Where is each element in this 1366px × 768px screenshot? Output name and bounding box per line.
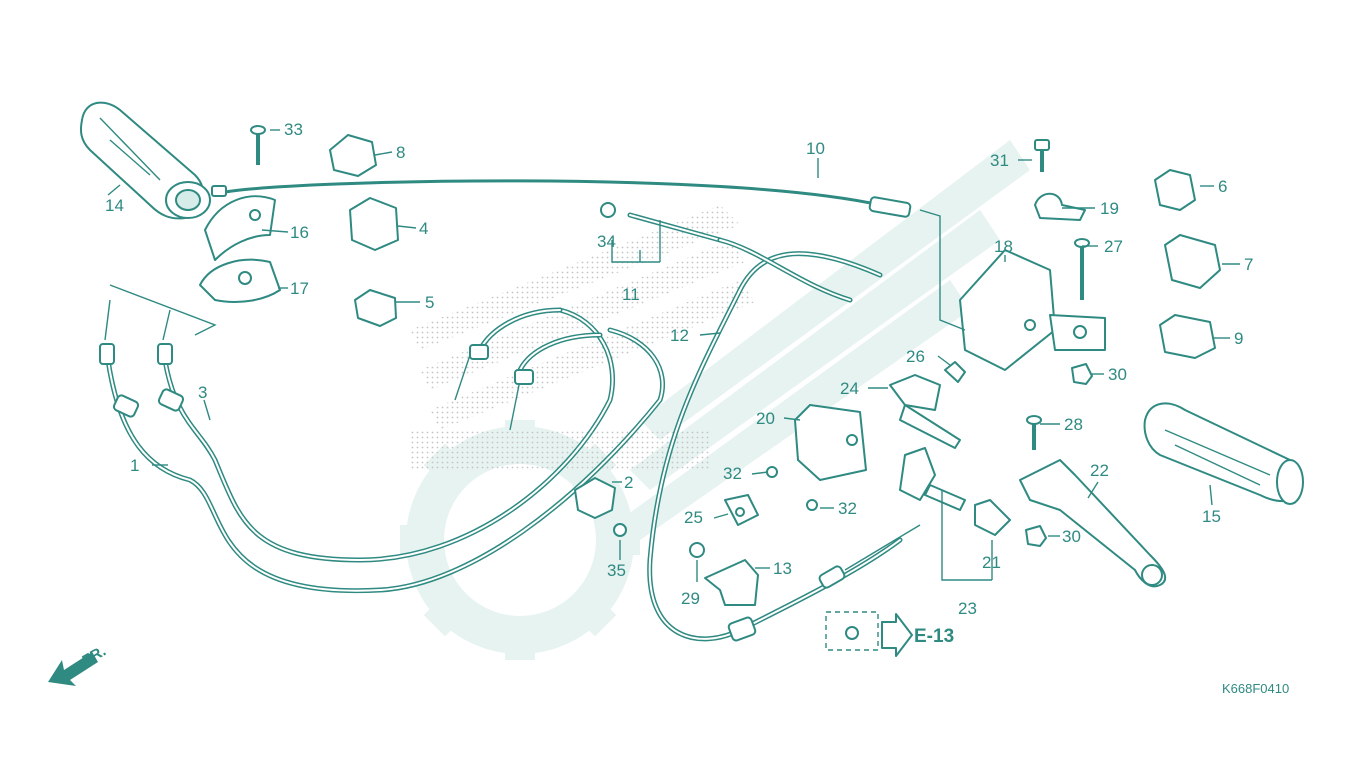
callout-9: 9 — [1234, 329, 1243, 348]
callout-28: 28 — [1064, 415, 1083, 434]
switch-housing-18 — [959, 249, 1106, 371]
throttle-housing — [199, 195, 281, 303]
left-switches — [329, 134, 399, 327]
callout-16: 16 — [290, 223, 309, 242]
callout-5: 5 — [425, 293, 434, 312]
callout-6: 6 — [1218, 177, 1227, 196]
callout-30-bottom: 30 — [1062, 527, 1081, 546]
callout-13: 13 — [773, 559, 792, 578]
callout-23: 23 — [958, 599, 977, 618]
callout-labels: 14 33 8 4 5 16 17 1 3 2 35 34 11 12 10 3… — [105, 120, 1253, 618]
callout-19: 19 — [1100, 199, 1119, 218]
callout-30-top: 30 — [1108, 365, 1127, 384]
callout-27: 27 — [1104, 237, 1123, 256]
callout-22: 22 — [1090, 461, 1109, 480]
callout-11: 11 — [622, 285, 640, 304]
callout-8: 8 — [396, 143, 405, 162]
callout-7: 7 — [1244, 255, 1253, 274]
callout-29: 29 — [681, 589, 700, 608]
brake-cable — [647, 237, 921, 642]
callout-33: 33 — [284, 120, 303, 139]
callout-18: 18 — [994, 237, 1013, 256]
callout-24: 24 — [840, 379, 859, 398]
reference-label: E-13 — [914, 626, 954, 647]
callout-21: 21 — [982, 553, 1001, 572]
reference-e13 — [825, 611, 913, 657]
callout-35: 35 — [607, 561, 626, 580]
drawing-code: K668F0410 — [1222, 681, 1289, 696]
callout-3: 3 — [198, 383, 207, 402]
callout-26: 26 — [906, 347, 925, 366]
callout-31: 31 — [990, 151, 1009, 170]
front-direction-arrow: FR. — [48, 643, 109, 686]
switch-wire — [211, 179, 912, 218]
callout-2: 2 — [624, 473, 633, 492]
callout-17: 17 — [290, 279, 309, 298]
right-grip — [1143, 402, 1304, 505]
callout-32-b: 32 — [838, 499, 857, 518]
callout-4: 4 — [419, 219, 428, 238]
callout-12: 12 — [670, 326, 689, 345]
left-grip — [80, 101, 211, 220]
callout-1: 1 — [130, 456, 139, 475]
callout-32-left: 32 — [723, 464, 742, 483]
dotted-wing-logo — [410, 205, 755, 470]
callout-leaders — [107, 129, 1240, 582]
screw-33 — [250, 125, 266, 165]
callout-15: 15 — [1202, 507, 1221, 526]
choke-cables — [454, 212, 723, 431]
callout-34: 34 — [597, 232, 616, 251]
callout-20: 20 — [756, 409, 775, 428]
hardware-parts — [574, 139, 1167, 606]
right-switches — [1154, 169, 1221, 359]
callout-25: 25 — [684, 508, 703, 527]
throttle-cables — [99, 284, 666, 594]
callout-10: 10 — [806, 139, 825, 158]
callout-14: 14 — [105, 196, 124, 215]
